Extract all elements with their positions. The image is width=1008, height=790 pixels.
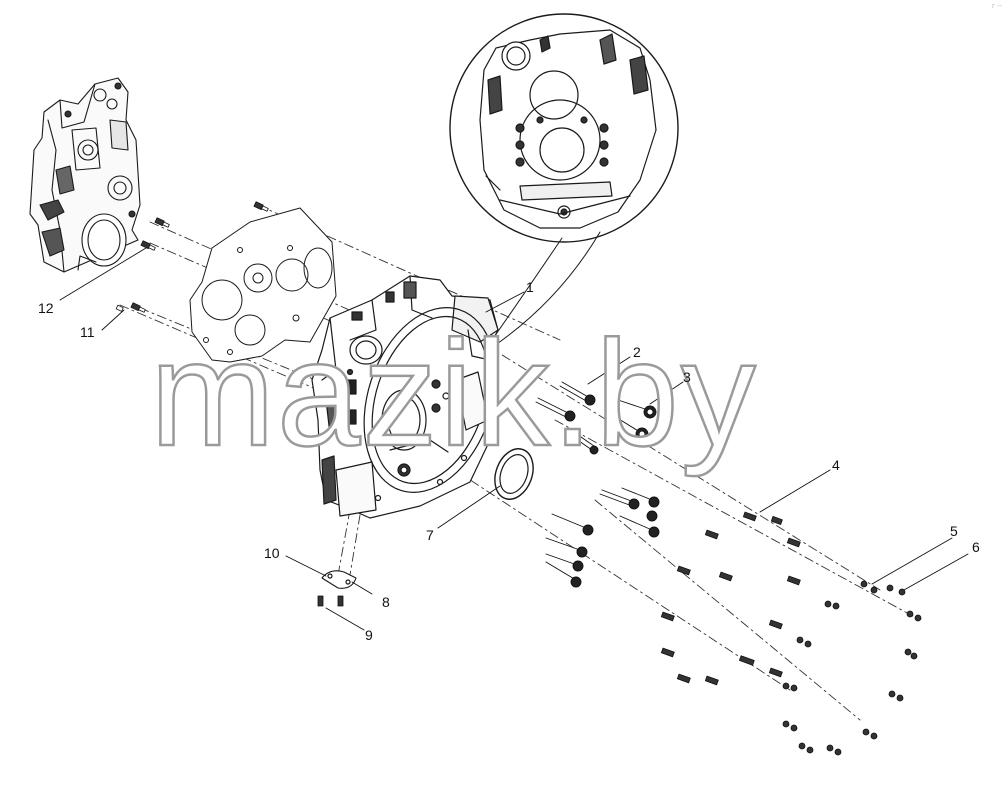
callout-label-9: 9 [365,627,373,643]
callout-label-7: 7 [426,527,434,543]
housing-bolts [535,381,660,588]
gasket-bolts [115,201,269,313]
seal-ring [494,448,534,500]
callout-label-12: 12 [38,300,54,316]
callout-label-11: 11 [80,324,95,340]
callout-label-6: 6 [972,539,980,555]
gasket-plate [189,207,337,363]
callout-label-5: 5 [950,523,958,539]
callout-label-4: 4 [832,457,840,473]
nut-group [782,580,922,756]
callout-label-10: 10 [264,545,280,561]
flywheel-housing [311,275,499,519]
callout-label-3: 3 [683,369,691,385]
callout-label-8: 8 [382,594,390,610]
callout-label-2: 2 [633,344,641,360]
stud-group [660,511,801,686]
cover-plate-assembly [317,570,357,607]
callout-leaders [59,247,969,631]
callout-label-1: 1 [526,279,534,295]
studs-and-nuts [660,511,922,756]
timing-case-housing [29,77,141,273]
detail-view-circle [449,13,679,347]
corner-mark: r -- [991,2,1002,10]
